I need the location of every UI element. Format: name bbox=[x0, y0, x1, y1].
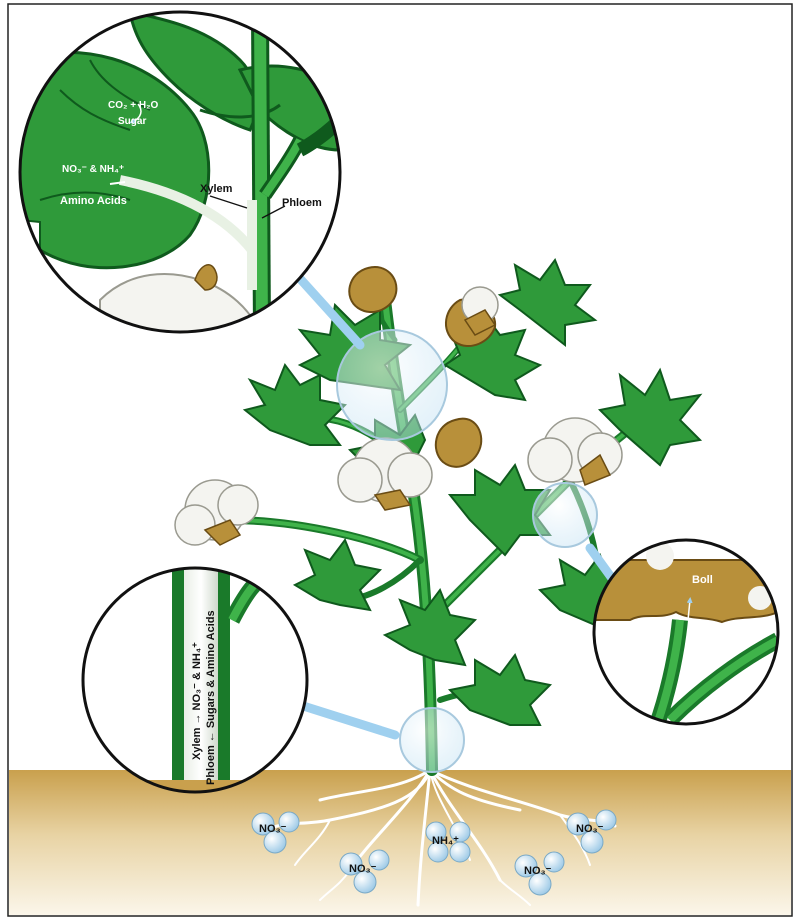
stem-label-phloem-flow: Phloem ← Sugars & Amino Acids bbox=[205, 610, 217, 785]
leaf-label-xylem: Xylem bbox=[200, 183, 233, 195]
ion-label: NO₃⁻ bbox=[524, 865, 552, 877]
stem-label-xylem-flow: Xylem → NO₃⁻ & NH₄⁺ bbox=[191, 642, 203, 760]
ion-label: NO₃⁻ bbox=[259, 823, 287, 835]
ion-label: NO₃⁻ bbox=[349, 863, 377, 875]
leaf-callout: CO₂ + H₂O Sugar NO₃⁻ & NH₄⁺ Amino Acids … bbox=[20, 12, 340, 332]
leaf-label-sugar: Sugar bbox=[118, 116, 146, 127]
boll-label-sugar: Sugar bbox=[686, 640, 697, 668]
leaf-label-reaction: CO₂ + H₂O bbox=[108, 100, 159, 111]
ion-label: NH₄⁺ bbox=[432, 835, 459, 847]
leaf-label-phloem: Phloem bbox=[282, 197, 322, 209]
leaf-label-amino-acids: Amino Acids bbox=[60, 195, 127, 207]
soil bbox=[9, 770, 791, 915]
ion-label: NO₃⁻ bbox=[576, 823, 604, 835]
boll-label: Boll bbox=[692, 574, 713, 586]
leaf-label-nitrogen: NO₃⁻ & NH₄⁺ bbox=[62, 164, 124, 175]
